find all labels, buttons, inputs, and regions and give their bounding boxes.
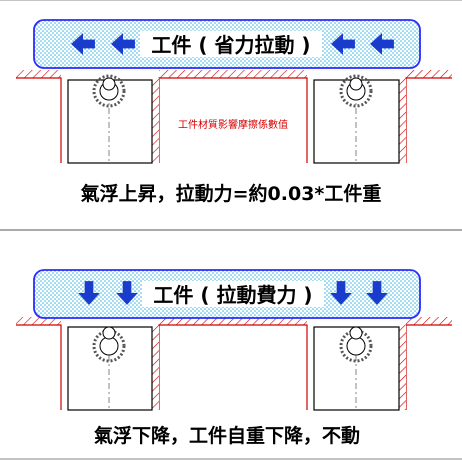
bottom-workpiece: 工件 ( 拉動費力 ) — [33, 269, 421, 319]
ball-transfer-icon — [339, 329, 373, 363]
bottom-caption: 氣浮下降，工件自重下降，不動 — [94, 424, 360, 447]
friction-note: 工件材質影響摩擦係數值 — [178, 118, 288, 131]
bottom-workpiece-label: 工件 ( 拉動費力 ) — [153, 283, 312, 307]
top-right-caster — [313, 74, 400, 164]
top-panel: 工件 ( 省力拉動 ) 工件材質影響摩擦係數值 氣浮上昇，拉動力=約0.03*工… — [16, 19, 452, 205]
top-left-caster — [67, 74, 153, 164]
bottom-right-caster — [313, 326, 400, 411]
bottom-panel: 工件 ( 拉動費力 ) 氣浮下降，工件自重下降，不動 — [16, 269, 452, 447]
top-workpiece-label: 工件 ( 省力拉動 ) — [151, 33, 310, 57]
ball-transfer-icon — [92, 74, 126, 108]
bottom-left-caster — [67, 326, 153, 411]
ball-transfer-icon — [339, 74, 373, 108]
bottom-floor — [16, 317, 452, 410]
top-floor — [16, 70, 452, 163]
ball-transfer-icon — [92, 329, 126, 363]
top-workpiece: 工件 ( 省力拉動 ) — [33, 19, 421, 69]
top-caption: 氣浮上昇，拉動力=約0.03*工件重 — [81, 182, 382, 205]
